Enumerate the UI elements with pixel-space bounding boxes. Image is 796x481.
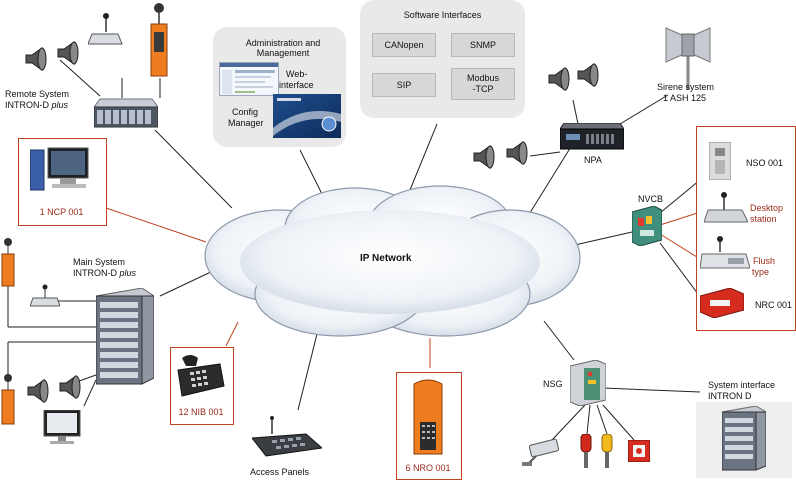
ip-network-label: IP Network — [360, 253, 412, 264]
system-interface-rack-icon — [722, 406, 766, 471]
web-interface-label-line1: Web- — [286, 69, 308, 79]
main-system-rack-icon — [96, 288, 154, 385]
desktop-station-icon — [704, 192, 748, 223]
orange-call-station-icon — [1, 238, 15, 287]
admin-title-line2: Management — [256, 48, 310, 58]
loudspeaker-icon — [25, 47, 47, 71]
red-beacon-icon — [580, 434, 592, 468]
desktop-station-label-line2: station — [750, 214, 777, 224]
sirene-label-line1: Sirene system — [657, 82, 715, 92]
access-panels-label: Access Panels — [250, 467, 310, 477]
nro-label: 6 NRO 001 — [405, 463, 451, 473]
protocol-snmp: SNMP — [451, 33, 515, 57]
link-access-panels — [297, 329, 319, 411]
main-system-label-line2: INTRON-D plus — [73, 268, 137, 278]
ncp-label: 1 NCP 001 — [39, 207, 84, 217]
nvcb-module-icon — [632, 206, 662, 246]
loudspeaker-icon — [473, 145, 495, 169]
loudspeaker-icon — [57, 41, 79, 65]
system-interface-label-line2: INTRON D — [708, 391, 752, 401]
nsg-label: NSG — [543, 379, 563, 389]
loudspeaker-icon — [577, 63, 599, 87]
config-manager-box-icon — [273, 94, 341, 138]
nrc-label: NRC 001 — [755, 300, 793, 310]
desk-telephone-icon — [177, 355, 225, 397]
access-panel-icon — [252, 416, 322, 457]
ip-network-cloud — [204, 185, 581, 337]
flush-type-label-line1: Flush — [753, 256, 776, 266]
nso-wall-station-icon — [709, 142, 731, 180]
yellow-beacon-icon — [601, 434, 613, 468]
monitor-icon — [43, 410, 81, 444]
npa-amplifier-icon — [560, 123, 624, 150]
link-remote-system — [154, 129, 233, 209]
link-main-system — [159, 269, 216, 297]
nvcb-label: NVCB — [638, 194, 664, 204]
loudspeaker-icon — [548, 67, 570, 91]
siren-horn-icon — [665, 27, 711, 90]
orange-call-station-icon — [1, 374, 15, 425]
link-npa — [527, 136, 578, 217]
security-camera-icon — [522, 438, 560, 466]
config-manager-label-line1: Config — [232, 107, 259, 117]
loudspeaker-icon — [59, 375, 81, 399]
pc-workstation-icon — [30, 147, 89, 191]
web-interface-screenshot-icon — [219, 62, 279, 96]
nib-label: 12 NIB 001 — [178, 407, 224, 417]
desktop-station-label-line1: Desktop — [750, 203, 784, 213]
remote-system-rack-icon — [94, 98, 158, 128]
software-interfaces-title: Software Interfaces — [403, 10, 482, 20]
admin-title-line1: Administration and — [245, 38, 321, 48]
main-system-label-line1: Main System — [73, 257, 126, 267]
system-interface-label-line1: System interface — [708, 380, 776, 390]
desk-microphone-icon — [30, 284, 60, 307]
web-interface-label-line2: interface — [279, 80, 314, 90]
link-nsg — [543, 320, 575, 361]
sirene-label-line2: 1 ASH 125 — [663, 93, 707, 103]
remote-system-label-line2: INTRON-D plus — [5, 100, 69, 110]
protocol-modbus-tcp: Modbus -TCP — [451, 68, 515, 100]
remote-system-label-line1: Remote System — [5, 89, 70, 99]
orange-call-station-icon — [150, 3, 168, 77]
loudspeaker-icon — [506, 141, 528, 165]
link-admin — [299, 149, 323, 195]
flush-type-label-line2: type — [752, 267, 770, 277]
npa-label: NPA — [584, 155, 602, 165]
config-manager-label-line2: Manager — [228, 118, 264, 128]
nso-label: NSO 001 — [746, 158, 784, 168]
link-ncp — [105, 207, 207, 243]
desk-microphone-icon — [88, 13, 123, 45]
fire-alarm-pushbutton-icon — [628, 440, 650, 462]
link-software-interfaces — [409, 123, 438, 191]
link-nib — [225, 321, 239, 347]
nrc-red-unit-icon — [700, 288, 744, 318]
nsg-module-icon — [570, 360, 606, 406]
flush-type-station-icon — [700, 236, 750, 269]
protocol-sip: SIP — [372, 73, 436, 97]
orange-emergency-station-icon — [413, 379, 443, 455]
protocol-canopen: CANopen — [372, 33, 436, 57]
loudspeaker-icon — [27, 379, 49, 403]
